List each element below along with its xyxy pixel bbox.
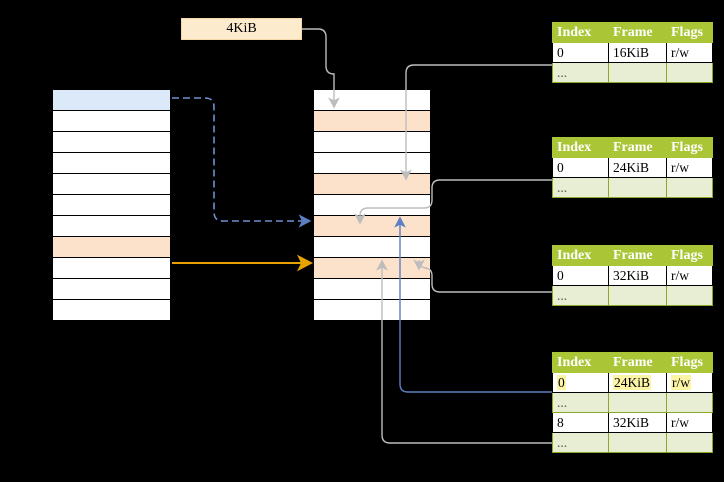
cell-frame <box>608 62 667 83</box>
column-header-flags: Flags <box>666 137 713 158</box>
cell-flags <box>666 392 713 413</box>
physical-frame-cell-9 <box>313 278 431 300</box>
physical-memory-column <box>312 88 432 322</box>
cell-flags <box>666 62 713 83</box>
virtual-page-cell-0 <box>52 89 171 111</box>
column-header-flags: Flags <box>666 245 713 266</box>
cell-flags: r/w <box>666 412 713 433</box>
column-header-flags: Flags <box>666 22 713 43</box>
cell-index: 8 <box>552 412 609 433</box>
virtual-page-cell-6 <box>52 215 171 237</box>
physical-frame-cell-3 <box>313 152 431 174</box>
column-header-frame: Frame <box>608 22 667 43</box>
cell-index: ... <box>552 177 609 198</box>
table-row-ellipsis: ... <box>552 392 713 413</box>
physical-frame-cell-2 <box>313 131 431 153</box>
physical-frame-cell-10 <box>313 299 431 321</box>
cell-frame: 16KiB <box>608 42 667 63</box>
cell-frame <box>608 177 667 198</box>
cell-flags <box>666 432 713 453</box>
physical-frame-cell-0 <box>313 89 431 111</box>
cell-index: ... <box>552 392 609 413</box>
cell-index: ... <box>552 432 609 453</box>
cell-index: ... <box>552 62 609 83</box>
highlighted-value: 24KiB <box>613 374 652 390</box>
table-row-ellipsis: ... <box>552 177 713 198</box>
cell-index: 0 <box>552 157 609 178</box>
virtual-page-cell-5 <box>52 194 171 216</box>
column-header-index: Index <box>552 352 609 373</box>
cell-frame <box>608 285 667 306</box>
cell-frame <box>608 392 667 413</box>
cell-index: ... <box>552 285 609 306</box>
cell-flags <box>666 285 713 306</box>
virtual-page-cell-7 <box>52 236 171 258</box>
cell-index: 0 <box>552 42 609 63</box>
physical-frame-cell-1 <box>313 110 431 132</box>
physical-frame-cell-6 <box>313 215 431 237</box>
physical-frame-cell-4 <box>313 173 431 195</box>
virtual-page-cell-3 <box>52 152 171 174</box>
column-header-frame: Frame <box>608 137 667 158</box>
cell-frame: 32KiB <box>608 412 667 433</box>
cell-index: 0 <box>552 372 609 393</box>
table-row: 0 24KiB r/w <box>552 372 713 393</box>
column-header-index: Index <box>552 137 609 158</box>
cell-frame: 24KiB <box>608 157 667 178</box>
highlighted-value: r/w <box>671 374 691 390</box>
physical-frame-cell-8 <box>313 257 431 279</box>
virtual-page-cell-1 <box>52 110 171 132</box>
cell-frame: 32KiB <box>608 265 667 286</box>
physical-frame-cell-5 <box>313 194 431 216</box>
page-size-tag: 4KiB <box>181 18 302 40</box>
table-row-ellipsis: ... <box>552 432 713 453</box>
cell-frame <box>608 432 667 453</box>
column-header-flags: Flags <box>666 352 713 373</box>
column-header-index: Index <box>552 245 609 266</box>
cell-flags: r/w <box>666 42 713 63</box>
virtual-page-cell-10 <box>52 299 171 321</box>
column-header-frame: Frame <box>608 352 667 373</box>
page-size-tag-label: 4KiB <box>226 21 257 36</box>
table-row-ellipsis: ... <box>552 285 713 306</box>
virtual-address-space-column <box>51 88 172 322</box>
column-header-index: Index <box>552 22 609 43</box>
virtual-page-cell-9 <box>52 278 171 300</box>
virtual-page-cell-8 <box>52 257 171 279</box>
virtual-page-cell-4 <box>52 173 171 195</box>
virtual-page-cell-2 <box>52 131 171 153</box>
highlighted-value: 0 <box>557 374 566 390</box>
cell-flags: r/w <box>666 372 713 393</box>
cell-flags: r/w <box>666 157 713 178</box>
cell-frame: 24KiB <box>608 372 667 393</box>
table-row-ellipsis: ... <box>552 62 713 83</box>
cell-index: 0 <box>552 265 609 286</box>
cell-flags: r/w <box>666 265 713 286</box>
column-header-frame: Frame <box>608 245 667 266</box>
physical-frame-cell-7 <box>313 236 431 258</box>
cell-flags <box>666 177 713 198</box>
